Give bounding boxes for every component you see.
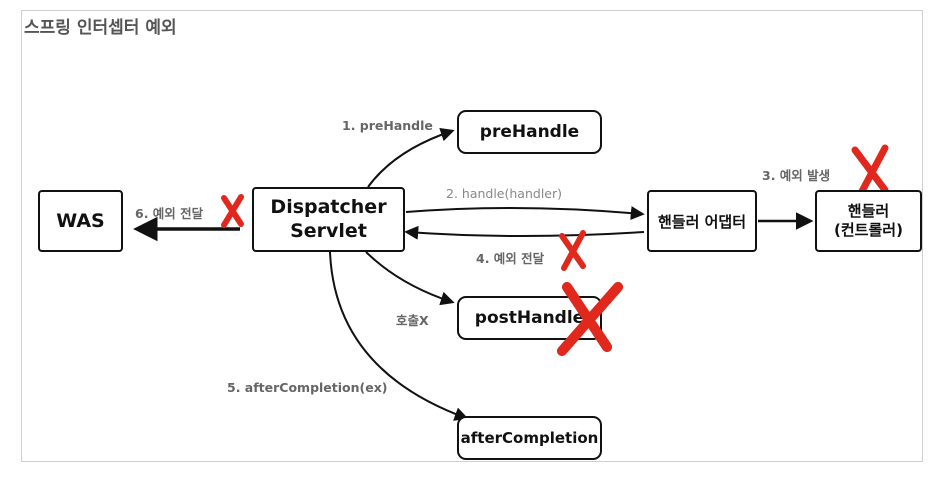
node-handler-label-2: (컨트롤러): [834, 221, 903, 239]
node-aftercompletion: afterCompletion: [457, 416, 602, 460]
cross-step6: [221, 194, 244, 228]
cross-step4: [559, 230, 586, 271]
diagram-title: 스프링 인터셉터 예외: [24, 18, 177, 38]
label-step5: 5. afterCompletion(ex): [227, 380, 388, 395]
node-adapter-label: 핸들러 어댑터: [657, 212, 747, 231]
node-aftercompletion-label: afterCompletion: [460, 429, 599, 447]
node-posthandle: postHandle: [457, 296, 602, 340]
node-prehandle: preHandle: [457, 110, 602, 154]
cross-step3: [851, 144, 889, 199]
node-handler: 핸들러 (컨트롤러): [815, 190, 922, 252]
node-was-label: WAS: [56, 210, 105, 232]
label-step4: 4. 예외 전달: [476, 251, 545, 266]
node-dispatcher-label-1: Dispatcher: [270, 195, 387, 218]
arrow-step2: [405, 206, 645, 220]
arrow-posthandle: [365, 251, 455, 306]
node-dispatcher-label-2: Servlet: [290, 219, 367, 242]
arrow-step1: [367, 127, 455, 188]
arrow-step5: [329, 251, 469, 421]
node-handler-adapter: 핸들러 어댑터: [647, 190, 757, 252]
arrow-step4: [404, 225, 645, 240]
label-step2: 2. handle(handler): [446, 186, 562, 201]
node-prehandle-label: preHandle: [479, 122, 580, 142]
label-step3: 3. 예외 발생: [762, 168, 831, 183]
node-was: WAS: [38, 190, 123, 252]
node-dispatcher-servlet: Dispatcher Servlet: [252, 187, 405, 252]
label-not-called: 호출X: [396, 313, 429, 328]
node-handler-label-1: 핸들러: [847, 201, 890, 220]
label-step6: 6. 예외 전달: [135, 206, 204, 221]
node-posthandle-label: postHandle: [474, 308, 585, 328]
label-step1: 1. preHandle: [342, 118, 433, 133]
